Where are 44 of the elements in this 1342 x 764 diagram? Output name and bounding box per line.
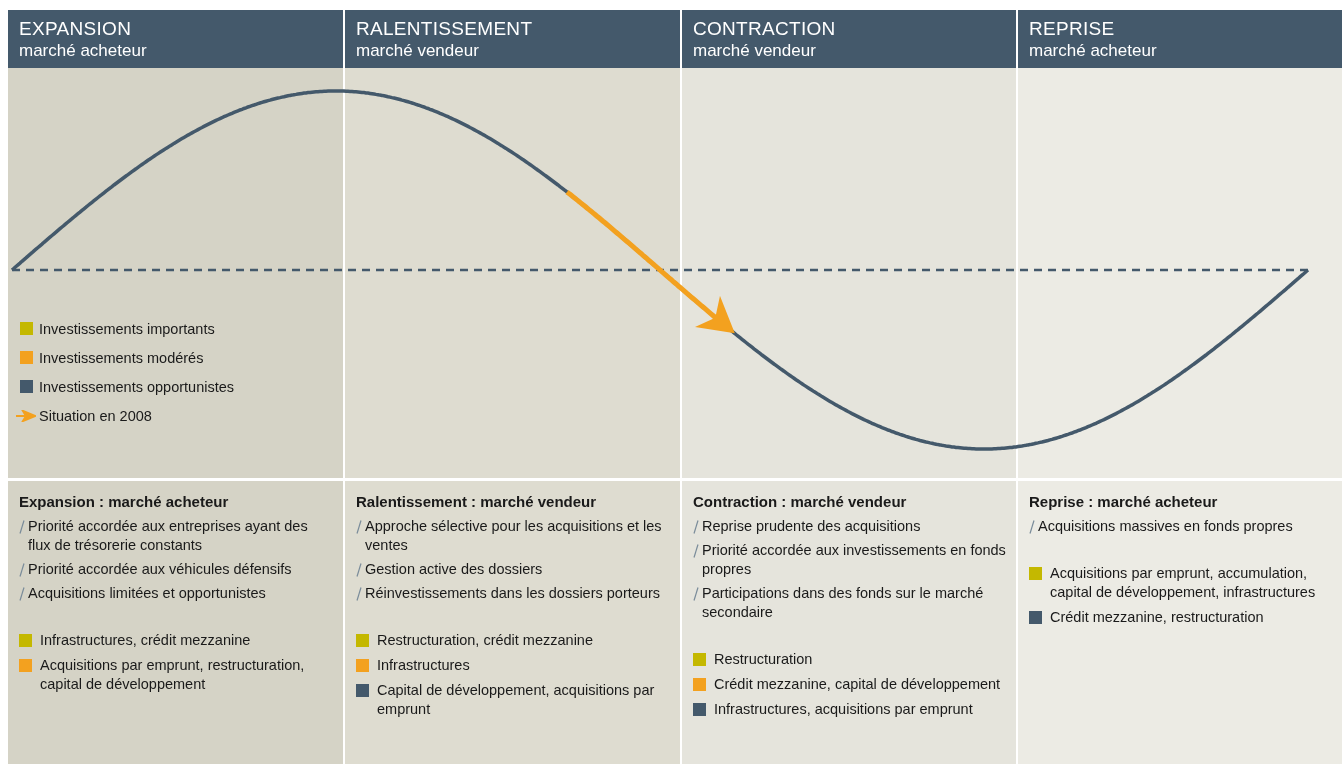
bullet-text: Acquisitions massives en fonds propres	[1038, 517, 1293, 536]
phase-header	[682, 10, 1016, 68]
item-text: Infrastructures, crédit mezzanine	[40, 631, 251, 650]
phase-panel	[345, 481, 680, 764]
item-text: Acquisitions par emprunt, accumulation, capital de développement, infrastructures	[1050, 564, 1317, 602]
panel-heading: Expansion : marché acheteur	[19, 492, 230, 511]
legend-text: Investissements modérés	[39, 349, 204, 366]
phase-title: RALENTISSEMENT	[356, 18, 534, 40]
item-text: Infrastructures	[377, 656, 470, 675]
item-text: Crédit mezzanine, restructuration	[1050, 608, 1264, 627]
bullet-text: Priorité accordée aux investissements en fonds propres	[702, 541, 1006, 579]
bullet-text: Priorité accordée aux véhicules défensifs	[28, 560, 292, 579]
item-text: Infrastructures, acquisitions par emprunt	[714, 700, 973, 719]
legend-text: Investissements opportunistes	[39, 378, 235, 395]
panel-heading: Ralentissement : marché vendeur	[356, 492, 598, 511]
item-text: Crédit mezzanine, capital de développement	[714, 675, 1001, 694]
phase-title: CONTRACTION	[693, 18, 837, 40]
item-text: Restructuration, crédit mezzanine	[377, 631, 593, 650]
bullet-text: Priorité accordée aux entreprises ayant des flux de trésorerie constants	[28, 517, 309, 555]
phase-panel	[8, 481, 343, 764]
market-subtitle: marché acheteur	[1029, 40, 1158, 61]
legend-text: Investissements importants	[39, 320, 215, 337]
item-text: Acquisitions par emprunt, restructuration, capital de développement	[40, 656, 306, 694]
panel-heading: Reprise : marché acheteur	[1029, 492, 1219, 511]
phase-header	[8, 10, 343, 68]
phase-panel	[1018, 481, 1342, 764]
phase-header	[1018, 10, 1342, 68]
market-subtitle: marché acheteur	[19, 40, 148, 61]
market-subtitle: marché vendeur	[693, 40, 817, 61]
phase-panel	[682, 481, 1016, 764]
phase-title: REPRISE	[1029, 18, 1116, 40]
panel-heading: Contraction : marché vendeur	[693, 492, 908, 511]
phase-title: EXPANSION	[19, 18, 133, 40]
market-subtitle: marché vendeur	[356, 40, 480, 61]
bullet-text: Gestion active des dossiers	[365, 560, 543, 579]
legend-text: Situation en 2008	[39, 407, 152, 424]
bullet-text: Participations dans des fonds sur le marché secondaire	[702, 584, 985, 622]
bullet-text: Acquisitions limitées et opportunistes	[28, 584, 266, 603]
item-text: Restructuration	[714, 650, 813, 669]
phase-header	[345, 10, 680, 68]
bullet-text: Approche sélective pour les acquisitions et les ventes	[365, 517, 663, 555]
bullet-text: Reprise prudente des acquisitions	[702, 517, 921, 536]
item-text: Capital de développement, acquisitions par emprunt	[377, 681, 656, 719]
bullet-text: Réinvestissements dans les dossiers porteurs	[365, 584, 660, 603]
